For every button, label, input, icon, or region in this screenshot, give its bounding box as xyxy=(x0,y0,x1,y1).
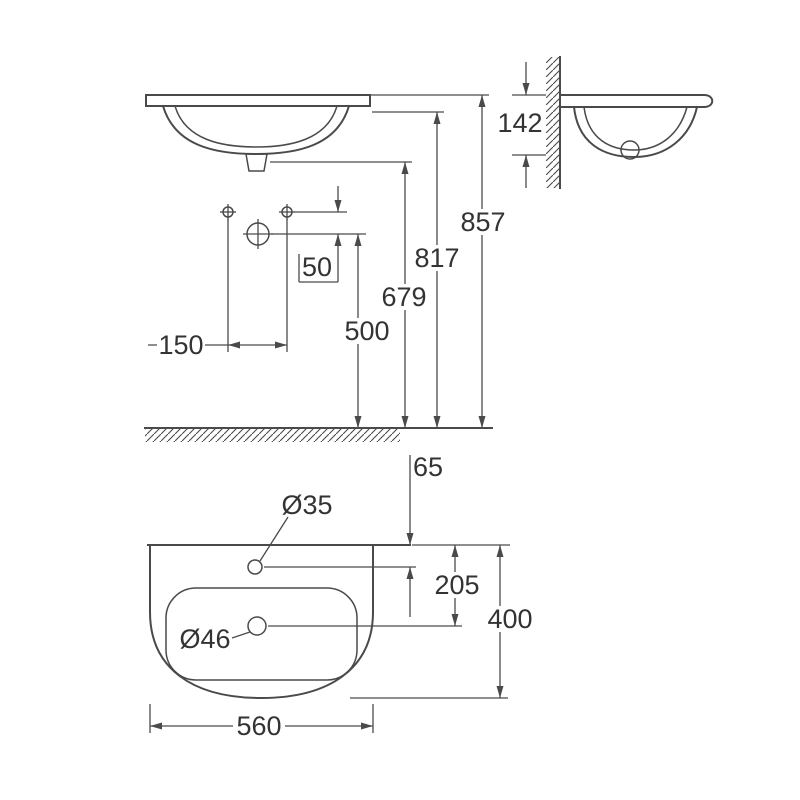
label-mask xyxy=(380,284,429,310)
tap-hole xyxy=(247,559,263,575)
dim-tap-hole-distance: 150 xyxy=(158,330,203,360)
bowl-outline xyxy=(165,587,358,681)
dim-overall-depth: 400 xyxy=(487,604,532,634)
basin-outline xyxy=(149,544,374,700)
drain-fitting xyxy=(245,153,268,172)
label-mask xyxy=(432,572,482,598)
label-mask xyxy=(233,713,285,739)
plan-view: Ø35 Ø46 65 205 400 560 xyxy=(147,452,535,741)
label-mask xyxy=(458,209,508,235)
side-view: 142 xyxy=(497,56,714,189)
dim-supply-height: 500 xyxy=(344,316,389,346)
label-mask xyxy=(157,332,205,358)
dim-drain-height: 679 xyxy=(381,282,426,312)
basin-bowl-inner xyxy=(174,105,338,148)
floor-hatching xyxy=(145,429,400,442)
tap-hole-leader xyxy=(259,516,289,562)
drain-hole xyxy=(247,616,267,636)
label-mask xyxy=(485,606,535,632)
dim-hole-spacing: 50 xyxy=(302,252,332,282)
dim-overall-width: 560 xyxy=(236,711,281,741)
drain-leader xyxy=(231,631,251,639)
dim-drain-diameter: Ø46 xyxy=(179,624,230,654)
front-view: 150 50 500 679 817 857 xyxy=(144,94,508,442)
dim-tap-hole-diameter: Ø35 xyxy=(281,490,332,520)
dim-rim-height: 817 xyxy=(414,243,459,273)
bowl-profile-outer xyxy=(572,105,699,159)
bowl-profile-inner xyxy=(583,106,688,151)
dim-tap-hole-offset: 65 xyxy=(413,452,443,482)
wall-hatching xyxy=(546,57,560,188)
drain-side xyxy=(620,140,640,160)
dim-basin-depth: 142 xyxy=(497,108,542,138)
label-mask xyxy=(343,318,392,344)
dim-overall-height: 857 xyxy=(460,207,505,237)
counter-profile xyxy=(559,94,714,108)
label-mask xyxy=(413,245,462,271)
dim-drain-offset: 205 xyxy=(434,570,479,600)
